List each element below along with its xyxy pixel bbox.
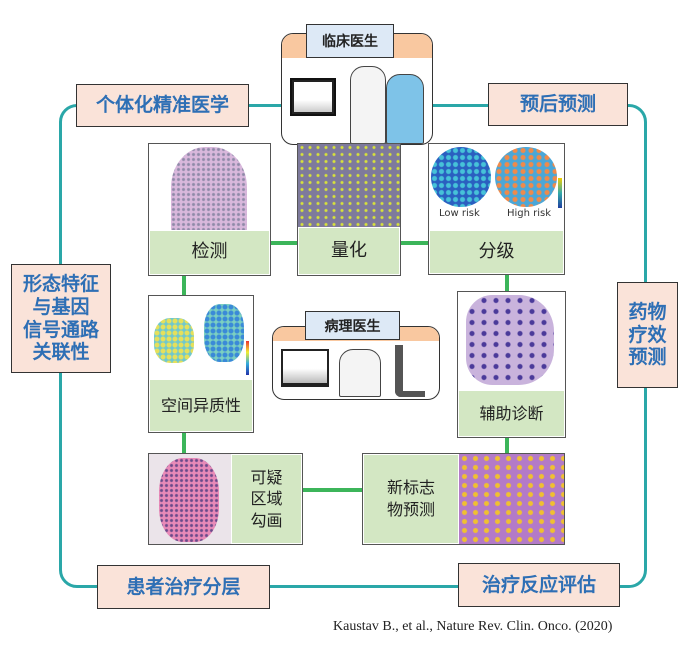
- label-biomarker-prediction: 新标志 物预测: [363, 454, 459, 544]
- label-grading: 分级: [429, 230, 564, 274]
- label-quantification: 量化: [298, 227, 400, 275]
- heatmap-image: [204, 304, 244, 362]
- label-assisted-diagnosis: 辅助诊断: [458, 390, 565, 437]
- tile-biomarker-prediction: 新标志 物预测: [362, 453, 565, 545]
- tile-assisted-diagnosis: 辅助诊断: [457, 291, 566, 438]
- connector: [182, 433, 186, 453]
- tile-grading: Low risk High risk 分级: [428, 143, 565, 275]
- connector: [303, 488, 362, 492]
- monitor-icon: [281, 349, 329, 387]
- tile-detection: 检测: [148, 143, 271, 276]
- tissue-image: [171, 147, 247, 237]
- low-risk-label: Low risk: [439, 208, 480, 219]
- tissue-image: [159, 458, 219, 542]
- microscope-icon: [395, 345, 425, 397]
- connector: [271, 241, 297, 245]
- high-risk-image: [495, 147, 557, 207]
- label-suspicious-region: 可疑 区域 勾画: [231, 454, 302, 544]
- connector: [505, 275, 509, 291]
- pathologist-title: 病理医生: [305, 311, 400, 340]
- heatmap-image: [154, 318, 194, 363]
- high-risk-label: High risk: [507, 208, 552, 219]
- connector: [401, 241, 428, 245]
- connector: [505, 438, 509, 453]
- doctor-figure-icon: [350, 66, 386, 144]
- tile-suspicious-region: 可疑 区域 勾画: [148, 453, 303, 545]
- label-detection: 检测: [149, 230, 270, 275]
- clinician-title: 临床医生: [306, 24, 394, 58]
- colorbar: [558, 178, 562, 208]
- pathologist-figure-icon: [339, 349, 381, 397]
- tag-drug-efficacy: 药物 疗效 预测: [617, 282, 678, 388]
- tag-morphology-genomics: 形态特征 与基因 信号通路 关联性: [11, 264, 111, 373]
- monitor-icon: [290, 78, 336, 116]
- tissue-image: [466, 295, 554, 385]
- tissue-image: [459, 454, 564, 544]
- low-risk-image: [431, 147, 491, 207]
- label-spatial-heterogeneity: 空间异质性: [149, 379, 253, 432]
- tag-personalized-medicine: 个体化精准医学: [76, 84, 249, 127]
- colorbar: [246, 341, 249, 375]
- tag-response-evaluation: 治疗反应评估: [458, 563, 620, 607]
- patient-figure-icon: [386, 74, 424, 144]
- connector: [182, 276, 186, 295]
- tag-prognosis: 预后预测: [488, 83, 628, 126]
- tile-quantification: 量化: [297, 143, 401, 276]
- tag-patient-stratification: 患者治疗分层: [97, 565, 270, 609]
- citation: Kaustav B., et al., Nature Rev. Clin. On…: [333, 619, 613, 634]
- tile-spatial-heterogeneity: 空间异质性: [148, 295, 254, 433]
